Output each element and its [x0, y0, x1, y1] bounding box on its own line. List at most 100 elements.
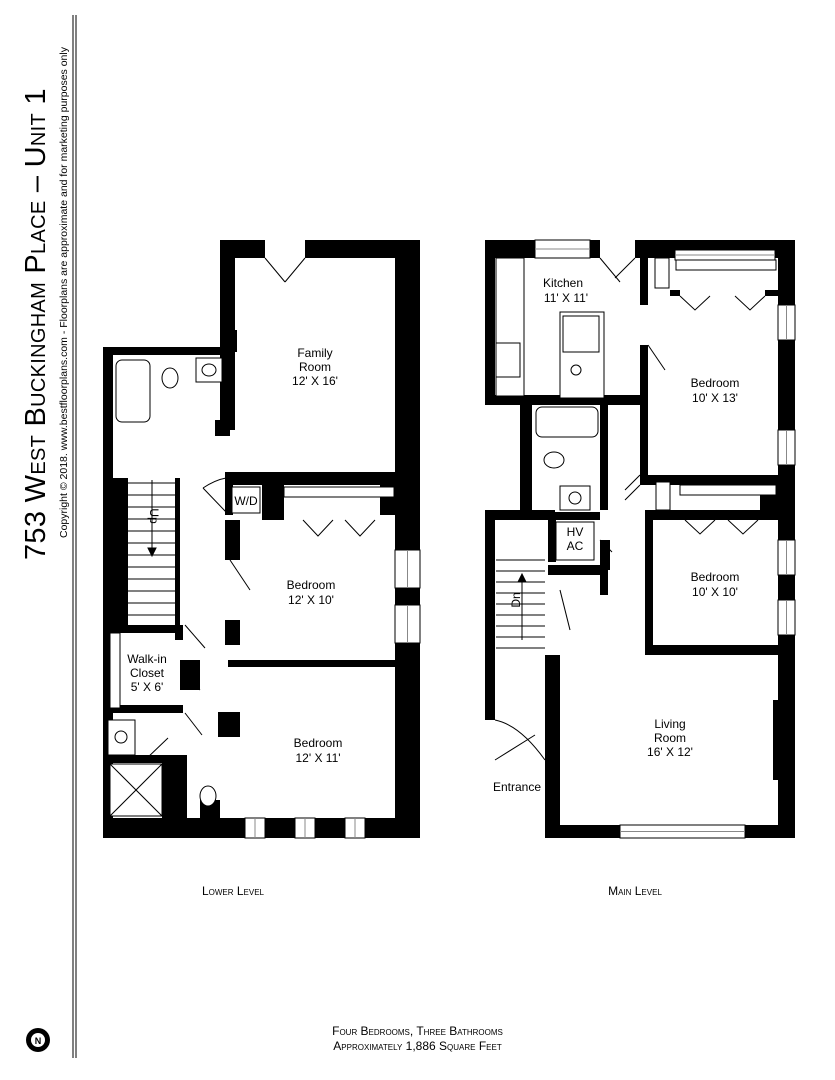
wall: [745, 825, 795, 838]
wall: [600, 395, 640, 405]
arrow-head-icon: [517, 572, 527, 583]
wall: [640, 240, 648, 305]
sink-bowl: [570, 364, 582, 376]
wall: [162, 755, 187, 818]
room-size: 16' X 12': [647, 745, 693, 759]
door-swing: [559, 589, 571, 631]
wall: [520, 395, 532, 515]
room-name: Family: [297, 346, 332, 360]
closet-shelf: [655, 481, 671, 511]
wall: [113, 755, 163, 763]
wall: [485, 240, 495, 405]
door-swing: [599, 257, 636, 283]
hvac-label: HV: [567, 525, 584, 539]
toilet: [161, 367, 179, 389]
wall: [645, 510, 795, 520]
wall: [545, 655, 560, 838]
door-swing: [202, 477, 227, 513]
room-name: Bedroom: [294, 736, 343, 750]
wall: [265, 818, 295, 838]
wall: [113, 705, 183, 713]
door-swing: [184, 712, 203, 736]
toilet: [543, 451, 565, 469]
room-name: Bedroom: [691, 570, 740, 584]
door-swing: [144, 737, 169, 761]
stairs-label: Dn: [509, 592, 523, 607]
closet-shelf: [675, 259, 777, 271]
room-size: 10' X 10': [692, 585, 738, 599]
summary-line-2: Approximately 1,886 Square Feet: [333, 1039, 502, 1053]
room-size: 12' X 11': [295, 751, 340, 765]
stairs-label: Up: [147, 508, 161, 524]
wall: [765, 290, 778, 296]
stove: [495, 342, 521, 378]
room-name: Living: [654, 717, 685, 731]
wall: [590, 240, 600, 258]
sink-bowl: [114, 730, 128, 744]
wall: [485, 510, 495, 720]
wall: [645, 645, 795, 655]
bathtub: [115, 359, 151, 423]
room-name: Walk-in: [127, 652, 167, 666]
wall: [600, 540, 610, 570]
wall: [365, 818, 420, 838]
wall: [548, 565, 608, 575]
washer-dryer-label: W/D: [234, 494, 258, 508]
wall: [778, 340, 795, 430]
room-name: Bedroom: [287, 578, 336, 592]
wall: [600, 405, 608, 510]
door-swing: [494, 719, 546, 761]
wall: [645, 520, 653, 655]
door-swing: [599, 539, 613, 553]
stairs: [496, 559, 545, 649]
wall: [228, 660, 420, 667]
level-label: Main Level: [608, 884, 662, 898]
wall: [113, 625, 183, 633]
wall: [225, 620, 240, 645]
wall: [225, 520, 240, 560]
room-name: Room: [299, 360, 331, 374]
door-swing: [624, 474, 641, 501]
summary-line-1: Four Bedrooms, Three Bathrooms: [332, 1024, 503, 1038]
wall: [262, 485, 284, 520]
room-size: 10' X 13': [692, 391, 738, 405]
closet-shelf: [109, 632, 121, 709]
wall: [305, 240, 420, 258]
shower-line: [109, 763, 163, 817]
wall: [485, 240, 535, 258]
door-swing: [647, 344, 666, 371]
wall: [640, 345, 648, 475]
wall: [778, 240, 795, 305]
wall: [773, 700, 778, 780]
fridge: [654, 257, 670, 289]
wall: [175, 478, 180, 628]
wall: [395, 240, 420, 838]
wall: [532, 395, 607, 405]
door-swing: [264, 257, 306, 283]
wall: [485, 510, 555, 520]
hvac-label: AC: [567, 539, 584, 553]
door-swing: [229, 559, 251, 591]
bathtub: [535, 406, 599, 438]
door-swing: [302, 519, 376, 537]
wall: [548, 512, 600, 520]
wall: [215, 420, 230, 432]
wall: [103, 818, 245, 838]
wall: [315, 818, 345, 838]
room-size: 11' X 11': [544, 291, 588, 305]
level-label: Lower Level: [202, 884, 265, 898]
wall: [232, 330, 237, 352]
toilet: [199, 785, 217, 807]
wall: [225, 485, 233, 515]
wall: [778, 635, 795, 838]
wall: [545, 825, 620, 838]
wall: [670, 290, 680, 296]
door-swing: [181, 671, 201, 691]
wall: [600, 575, 608, 595]
door-swing: [684, 519, 759, 535]
hvac-closet: [555, 521, 595, 561]
wall: [113, 478, 128, 628]
wall: [103, 347, 230, 355]
svg-text:N: N: [35, 1036, 42, 1046]
door-swing: [184, 624, 206, 649]
